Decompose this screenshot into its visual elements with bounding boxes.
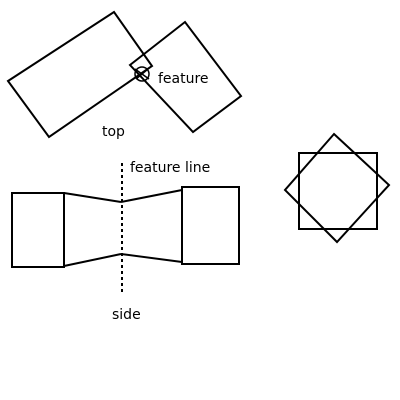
top-view-label: top	[102, 124, 125, 140]
feature-marker-icon	[134, 66, 150, 82]
top-left-block	[6, 10, 154, 139]
side-taper-top-left	[63, 192, 122, 203]
side-taper-bottom-left	[63, 253, 122, 267]
side-left-block	[11, 192, 65, 268]
side-view: feature line side	[11, 160, 240, 323]
side-view-label: side	[112, 307, 141, 323]
feature-line-label: feature line	[130, 160, 210, 176]
side-taper-top-right	[120, 189, 183, 203]
side-taper-bottom-right	[120, 253, 183, 263]
top-view: feature top	[6, 10, 243, 140]
rotated-square	[283, 132, 391, 244]
upright-square	[298, 152, 378, 230]
overlapping-squares-symbol	[283, 132, 391, 244]
side-right-block	[181, 186, 240, 265]
top-right-block	[128, 20, 243, 134]
feature-label: feature	[158, 71, 209, 87]
